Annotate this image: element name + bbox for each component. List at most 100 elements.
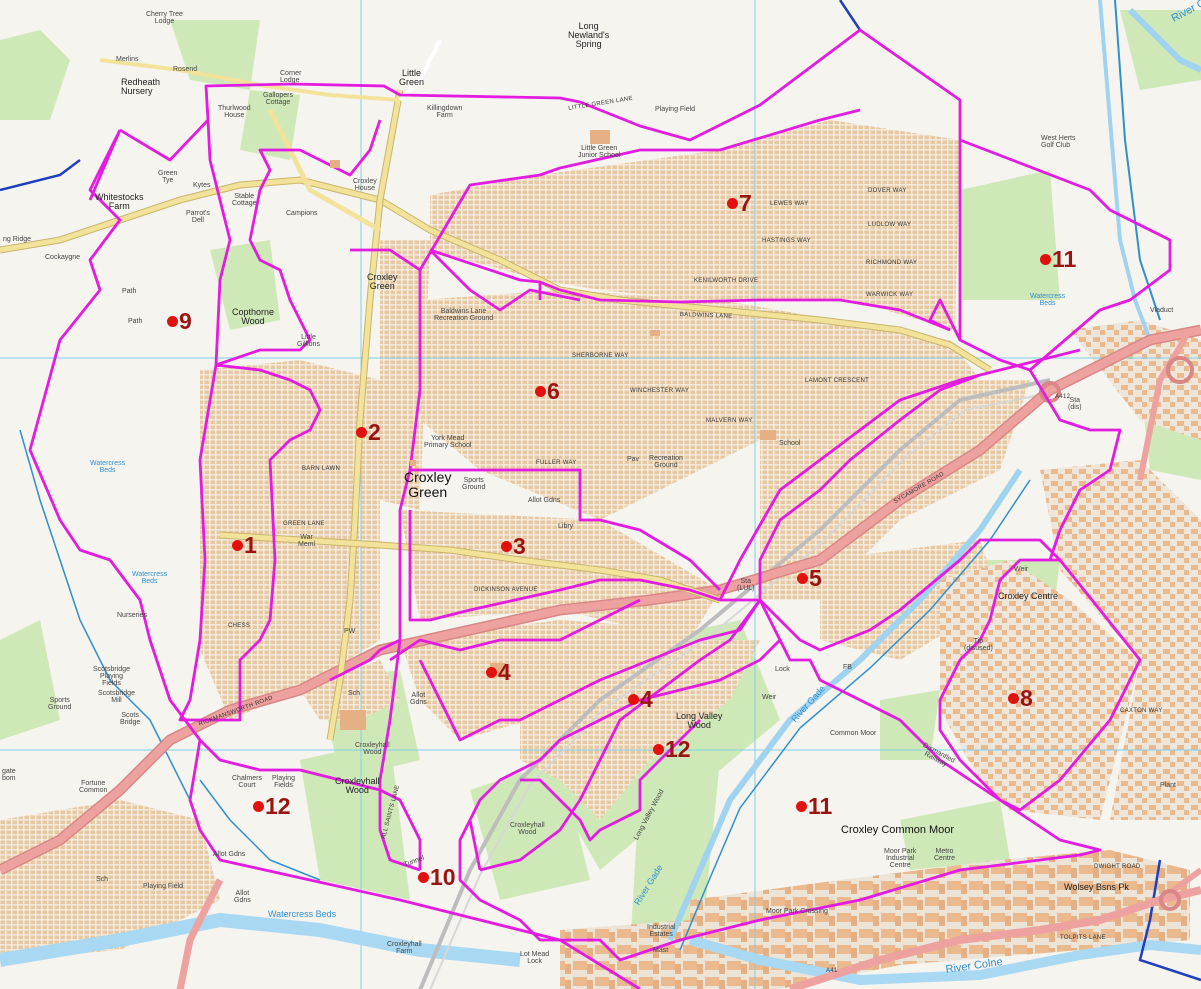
label-sta-lul: Sta (LUL): [737, 578, 755, 592]
road-fuller-way: FULLER WAY: [536, 460, 577, 466]
label-long-newlands-spring: Long Newland's Spring: [568, 21, 610, 49]
ward-marker[interactable]: 12: [653, 738, 691, 761]
label-tip-disused: Tip (disused): [964, 638, 993, 652]
label-parrots-dell: Parrot's Dell: [186, 210, 210, 224]
road-dwight-road: DWIGHT ROAD: [1094, 864, 1141, 870]
marker-dot: [418, 872, 429, 883]
label-copthorne-wood: Copthorne Wood: [232, 307, 275, 326]
label-kytes: Kytes: [193, 182, 211, 189]
ward-marker[interactable]: 4: [628, 688, 653, 711]
marker-number: 8: [1020, 685, 1033, 711]
road-winchester-way: WINCHESTER WAY: [630, 388, 690, 394]
label-watercress-beds-2: Watercress Beds: [90, 460, 126, 474]
marker-number: 12: [665, 736, 691, 762]
label-sta-dis: Sta (dis): [1068, 397, 1082, 411]
ward-marker[interactable]: 11: [796, 795, 832, 818]
road-dover-way: DOVER WAY: [868, 188, 907, 194]
label-weir-2: Weir: [1014, 566, 1029, 573]
ward-marker[interactable]: 9: [167, 310, 192, 333]
label-libry: Libry: [558, 523, 574, 530]
label-playing-field-s: Playing Field: [143, 883, 184, 890]
marker-dot: [232, 540, 243, 551]
label-corner-lodge: Corner Lodge: [280, 70, 302, 84]
label-scots-bridge: Scots Bridge: [120, 712, 141, 726]
ward-marker[interactable]: 8: [1008, 687, 1033, 710]
label-nurseries: Nurseries: [117, 612, 147, 619]
label-green-tye: Green Tye: [158, 170, 178, 184]
marker-dot: [486, 667, 497, 678]
ward-marker[interactable]: 3: [501, 535, 526, 558]
label-war-meml: War Meml: [298, 534, 316, 548]
ward-marker[interactable]: 12: [253, 795, 291, 818]
label-allot-gdns-1: Allot Gdns: [528, 497, 561, 504]
label-croxley-house: Croxley House: [353, 178, 377, 192]
label-plant: Plant: [1160, 782, 1176, 789]
label-allot-gdns-2: Allot Gdns: [410, 692, 427, 706]
ward-marker[interactable]: 5: [797, 567, 822, 590]
road-dickinson-avenue: DICKINSON AVENUE: [474, 587, 538, 593]
road-kenilworth-drive: KENILWORTH DRIVE: [694, 278, 759, 284]
marker-dot: [1008, 693, 1019, 704]
label-path-2: Path: [128, 318, 143, 325]
label-croxley-green: Croxley Green: [404, 469, 452, 500]
marker-number: 10: [430, 864, 456, 890]
road-caxton-way: CAXTON WAY: [1120, 708, 1163, 714]
label-allot-gdns-4: Allot Gdns: [234, 890, 251, 904]
marker-number: 1: [244, 532, 257, 558]
label-sch: Sch: [348, 690, 361, 697]
label-allot-gdns-3: Allot Gdns: [213, 851, 246, 858]
marker-number: 2: [368, 419, 381, 445]
ward-marker[interactable]: 2: [356, 421, 381, 444]
road-a412: A412: [1055, 394, 1071, 400]
road-hastings-way: HASTINGS WAY: [762, 238, 811, 244]
label-little-green-junior-school: Little Green Junior School: [578, 145, 621, 159]
marker-number: 4: [498, 659, 511, 685]
marker-number: 11: [1052, 246, 1077, 272]
label-scotsbridge-playing-fields: Scotsbridge Playing Fields: [93, 666, 130, 687]
ward-marker[interactable]: 1: [232, 534, 257, 557]
ward-boundaries: [28, 28, 1172, 989]
label-mast: Mast: [653, 947, 669, 954]
ward-marker[interactable]: 4: [486, 661, 511, 684]
marker-dot: [797, 573, 808, 584]
label-viaduct: Viaduct: [1150, 307, 1174, 314]
label-cherry-tree-lodge: Cherry Tree Lodge: [146, 11, 183, 25]
label-metro-centre: Metro Centre: [934, 848, 956, 862]
label-pav: Pav: [627, 456, 640, 463]
marker-number: 12: [265, 793, 291, 819]
label-redheath-nursery: Redheath Nursery: [121, 77, 161, 96]
label-watercress-beds-3: Watercress Beds: [132, 571, 168, 585]
marker-number: 7: [739, 190, 752, 216]
label-killingdown-farm: Killingdown Farm: [427, 105, 463, 119]
label-playing-fields: Playing Fields: [272, 775, 295, 789]
ward-marker[interactable]: 11: [1040, 248, 1076, 271]
roads: [0, 39, 1201, 989]
label-croxley-green-small: Croxley Green: [367, 272, 398, 291]
label-weir-1: Weir: [762, 694, 777, 701]
ward-marker[interactable]: 7: [727, 192, 752, 215]
marker-dot: [167, 316, 178, 327]
label-moor-park-ind-centre: Moor Park Industrial Centre: [884, 848, 917, 869]
marker-dot: [356, 427, 367, 438]
label-croxleyhall-wood-2: Croxleyhall Wood: [335, 776, 380, 795]
label-croxleyhall-wood-1: Croxleyhall Wood: [355, 742, 390, 756]
marker-dot: [727, 198, 738, 209]
label-recreation-ground: Recreation Ground: [649, 455, 683, 469]
label-merlins: Merlins: [116, 56, 139, 63]
ward-marker[interactable]: 10: [418, 866, 456, 889]
label-croxleyhall-wood-3: Croxleyhall Wood: [510, 822, 545, 836]
road-lamont-crescent: LAMONT CRESCENT: [805, 378, 870, 384]
road-lewes-way: LEWES WAY: [770, 201, 809, 207]
label-baldwins-lane-rec: Baldwins Lane Recreation Ground: [434, 308, 494, 322]
road-a41: A41: [826, 968, 838, 974]
label-long-valley-wood: Long Valley Wood: [676, 711, 723, 730]
ward-marker[interactable]: 6: [535, 380, 560, 403]
label-sports-ground-2: Sports Ground: [48, 697, 72, 711]
label-stable-cottage: Stable Cottage: [232, 193, 257, 207]
road-barn-lawn: BARN LAWN: [302, 466, 341, 472]
label-moor-park-crossing: Moor Park Crossing: [766, 908, 828, 915]
marker-number: 6: [547, 378, 560, 404]
